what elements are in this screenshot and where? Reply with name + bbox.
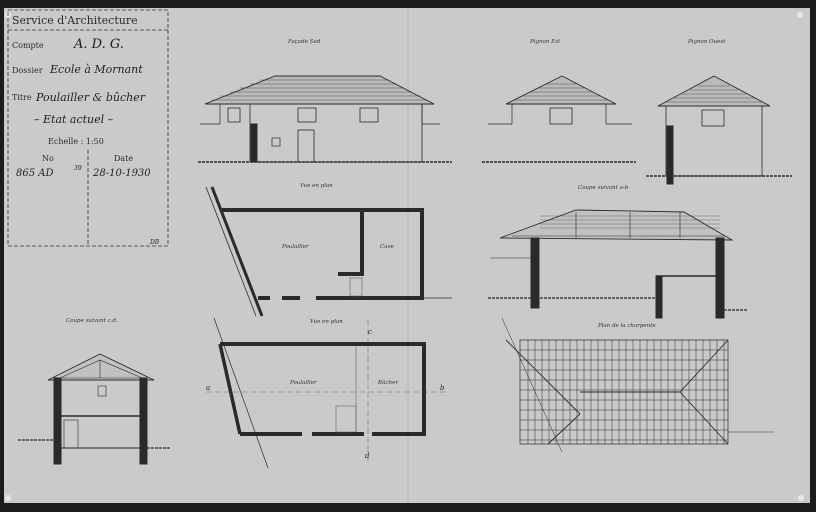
section-mark-b: b xyxy=(440,384,445,392)
section-a-b: Coupe suivant a-b xyxy=(488,185,748,319)
facade-sud-title: Façade Sud xyxy=(287,39,321,45)
pignon-ouest-title: Pignon Ouest xyxy=(687,39,726,45)
titre-label: Titre xyxy=(12,93,32,102)
etat-label: – Etat actuel – xyxy=(34,113,114,126)
section-mark-c: c xyxy=(368,328,372,336)
roof-framing-plan: Plan de la charpente xyxy=(501,317,774,453)
echelle-label: Echelle : 1:50 xyxy=(48,137,104,146)
room-cave: Cave xyxy=(380,244,395,250)
dossier-label: Dossier xyxy=(12,66,43,75)
pignon-est-title: Pignon Est xyxy=(529,39,561,45)
section-a-b-title: Coupe suivant a-b xyxy=(578,185,629,191)
plan-view-upper: Vue en plan Poulailler Cave xyxy=(205,183,452,317)
pignon-ouest-elevation: Pignon Ouest xyxy=(646,39,792,185)
dossier-value: Ecole à Mornant xyxy=(49,63,143,76)
title-block: Service d'Architecture Compte A. D. G. D… xyxy=(7,9,169,247)
room-bucher: Bûcher xyxy=(377,379,398,386)
titre-value: Poulailler & bûcher xyxy=(35,91,146,104)
no-label: No xyxy=(42,154,54,163)
plan-view-lower: Vue en plan Poulailler Bûcher a b c d xyxy=(206,317,450,469)
no-value: 865 AD xyxy=(16,168,54,179)
no-superscript: 39 xyxy=(74,165,82,172)
pin-hole xyxy=(798,495,804,501)
room-poulailler-lower: Poulailler xyxy=(289,380,317,386)
section-mark-d: d xyxy=(365,452,370,460)
date-label: Date xyxy=(114,154,133,163)
section-c-d: Coupe suivant c.d. xyxy=(18,318,170,465)
section-c-d-title: Coupe suivant c.d. xyxy=(66,318,118,324)
plan-view-lower-title: Vue en plan xyxy=(310,319,343,325)
compte-label: Compte xyxy=(12,41,44,50)
compte-value: A. D. G. xyxy=(73,37,124,52)
section-mark-a: a xyxy=(206,384,210,392)
room-poulailler-upper: Poulailler xyxy=(281,244,309,250)
facade-sud-elevation: Façade Sud xyxy=(198,39,452,163)
pin-hole xyxy=(5,495,11,501)
plan-view-upper-title: Vue en plan xyxy=(300,183,333,189)
service-title: Service d'Architecture xyxy=(12,14,138,27)
pin-hole xyxy=(797,12,803,18)
initials: DB xyxy=(149,239,160,246)
date-value: 28-10-1930 xyxy=(92,168,151,179)
pignon-est-elevation: Pignon Est xyxy=(482,39,636,163)
roof-framing-title: Plan de la charpente xyxy=(597,323,656,329)
